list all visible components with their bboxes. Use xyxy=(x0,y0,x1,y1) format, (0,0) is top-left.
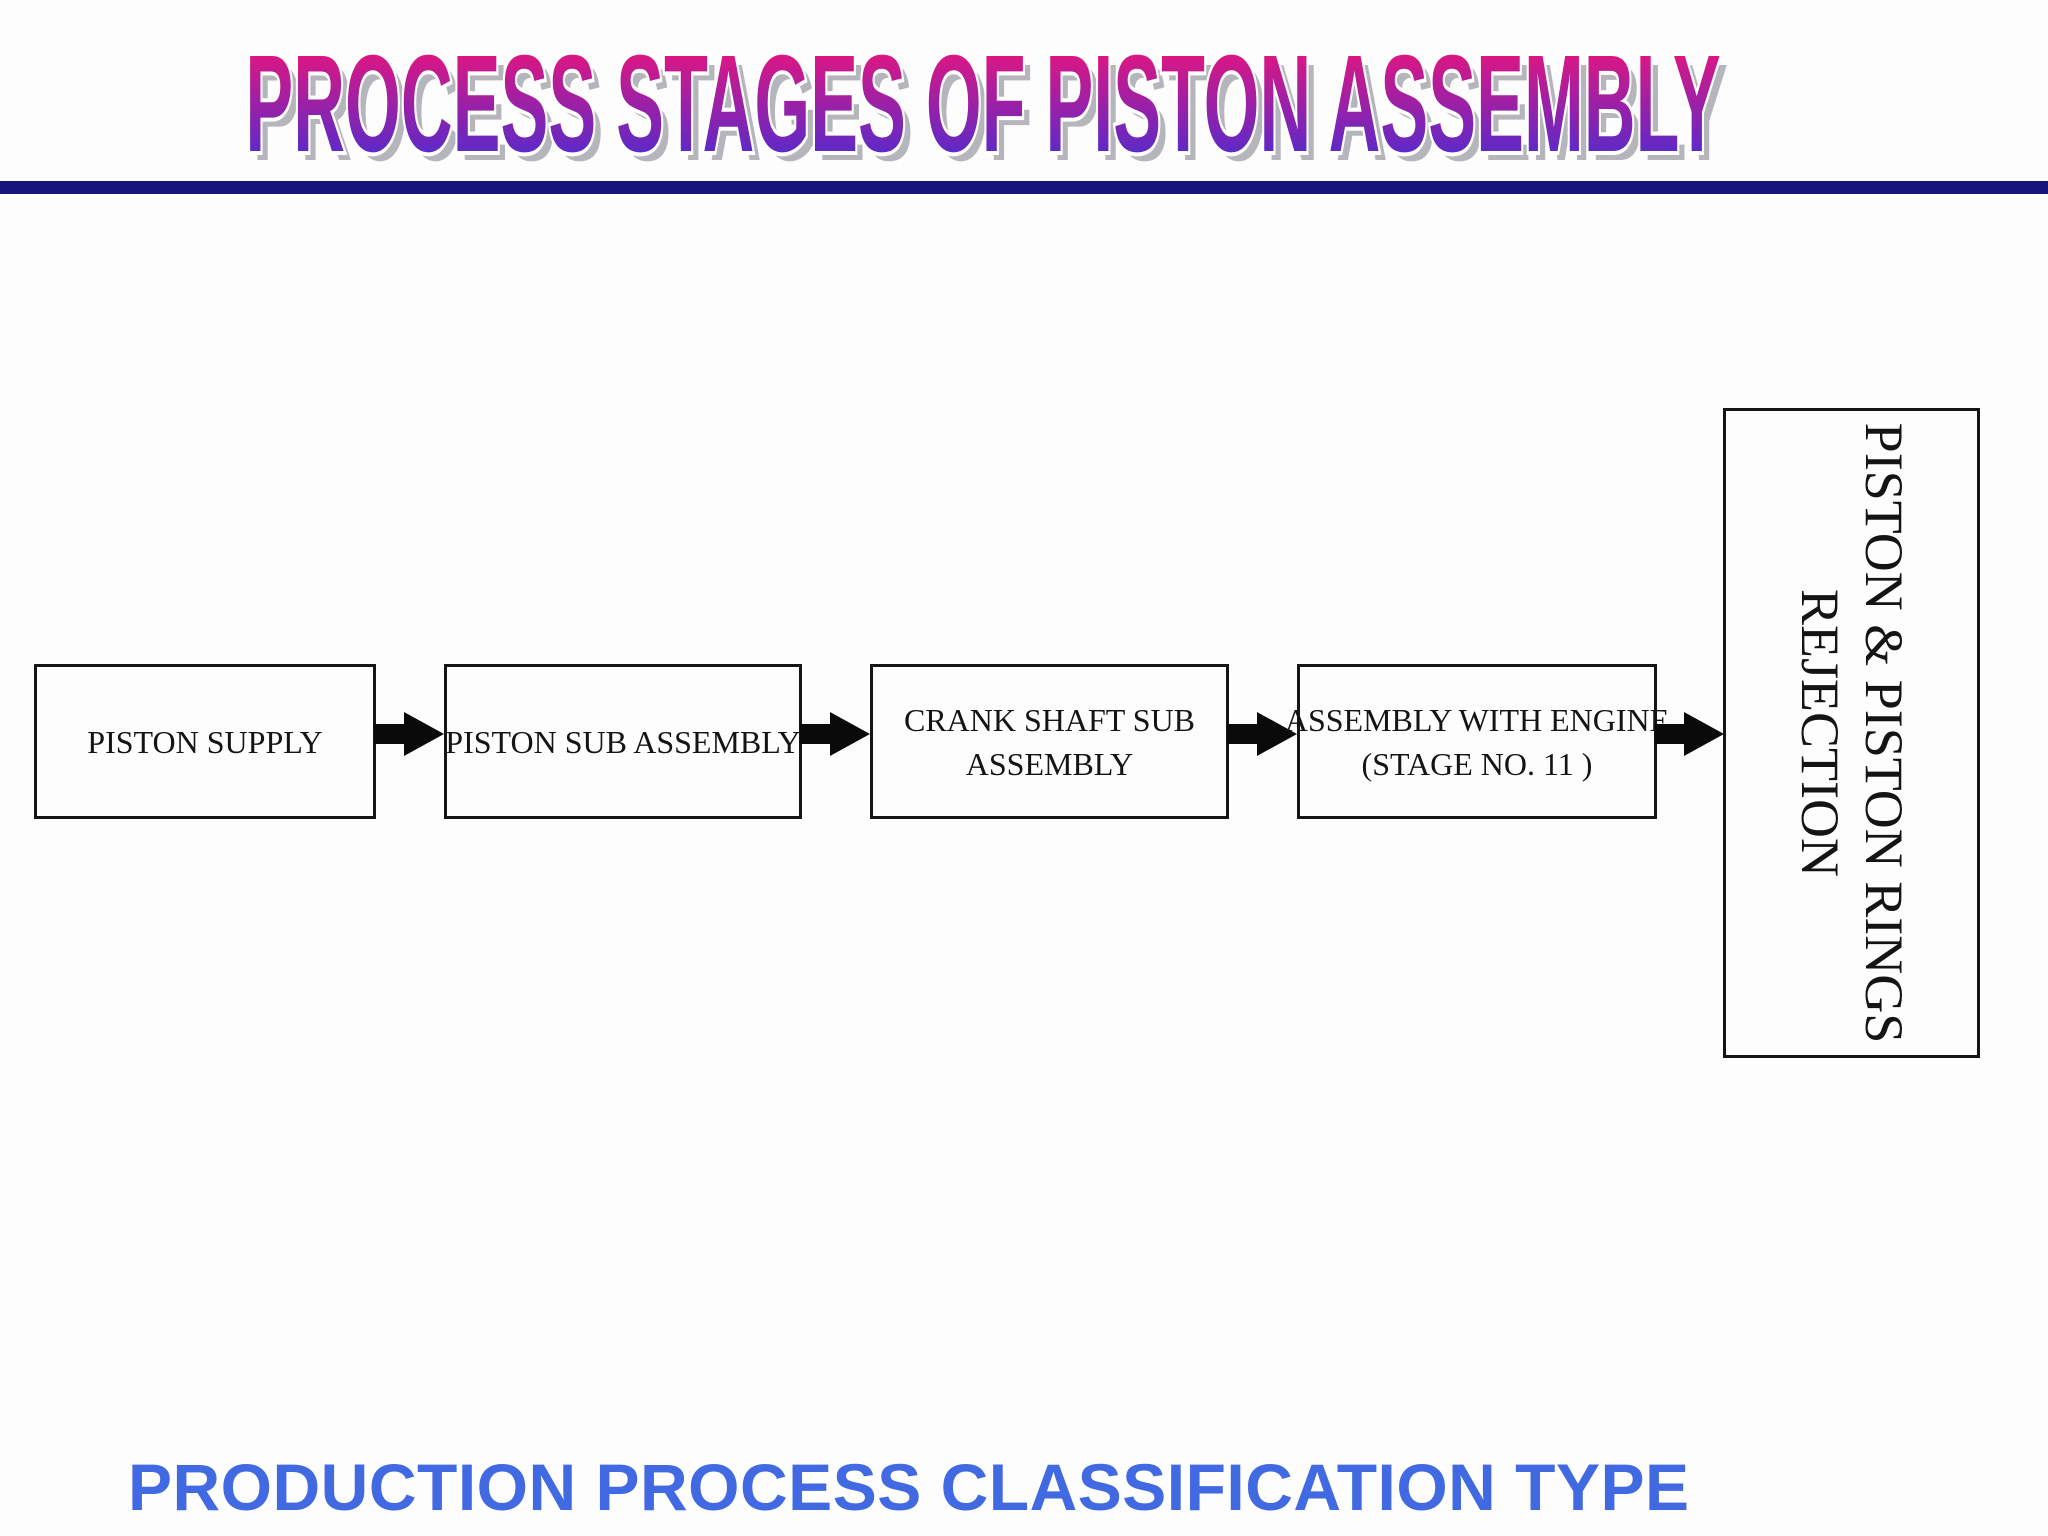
arrow-shaft xyxy=(374,724,404,744)
arrow-head xyxy=(1684,712,1724,756)
arrow-head xyxy=(830,712,870,756)
page-title-text: PROCESS STAGES OF PISTON ASSEMBLY xyxy=(245,27,1721,181)
page-title-shadow-layer: PROCESS STAGES OF PISTON ASSEMBLY xyxy=(253,44,1728,182)
flow-arrow-icon xyxy=(800,712,870,756)
flow-box-piston-supply: PISTON SUPPLY xyxy=(34,664,376,819)
flow-box-label: PISTON SUPPLY xyxy=(87,723,323,760)
flow-arrow-icon xyxy=(1227,712,1297,756)
flow-box-label: CRANK SHAFT SUB xyxy=(903,701,1196,738)
footer-caption: PRODUCTION PROCESS CLASSIFICATION TYPE xyxy=(128,1450,1690,1524)
flow-box-label: PISTON & PISTON RINGS xyxy=(1853,422,1914,1044)
arrow-shaft xyxy=(800,724,830,744)
page-title-outline-layer: PROCESS STAGES OF PISTON ASSEMBLY xyxy=(243,31,1723,177)
arrow-shaft xyxy=(1227,724,1257,744)
flow-box-crank-shaft-sub-assembly: CRANK SHAFT SUB ASSEMBLY xyxy=(870,664,1229,819)
arrow-head xyxy=(404,712,444,756)
arrow-shaft xyxy=(1655,724,1684,744)
arrow-head xyxy=(1257,712,1297,756)
flow-box-piston-sub-assembly: PISTON SUB ASSEMBLY xyxy=(444,664,802,819)
flow-arrow-icon xyxy=(1655,712,1724,756)
page-title: PROCESS STAGES OF PISTON ASSEMBLY PROCES… xyxy=(243,31,1728,182)
flow-box-label: (STAGE NO. 11 ) xyxy=(1361,745,1593,782)
flow-box-label: REJECTION xyxy=(1789,589,1850,877)
title-divider-rule xyxy=(0,181,2048,194)
flow-arrow-icon xyxy=(374,712,444,756)
flow-box-label: ASSEMBLY xyxy=(965,745,1134,782)
flow-box-assembly-with-engine: ASSEMBLY WITH ENGINE (STAGE NO. 11 ) xyxy=(1285,664,1669,819)
rotated-label: PISTON & PISTON RINGS REJECTION xyxy=(1730,413,1974,1053)
flow-box-label: ASSEMBLY WITH ENGINE xyxy=(1284,701,1670,738)
flow-box-piston-rings-rejection: PISTON & PISTON RINGS REJECTION xyxy=(1723,408,1980,1058)
flow-box-label: PISTON SUB ASSEMBLY xyxy=(445,723,801,760)
